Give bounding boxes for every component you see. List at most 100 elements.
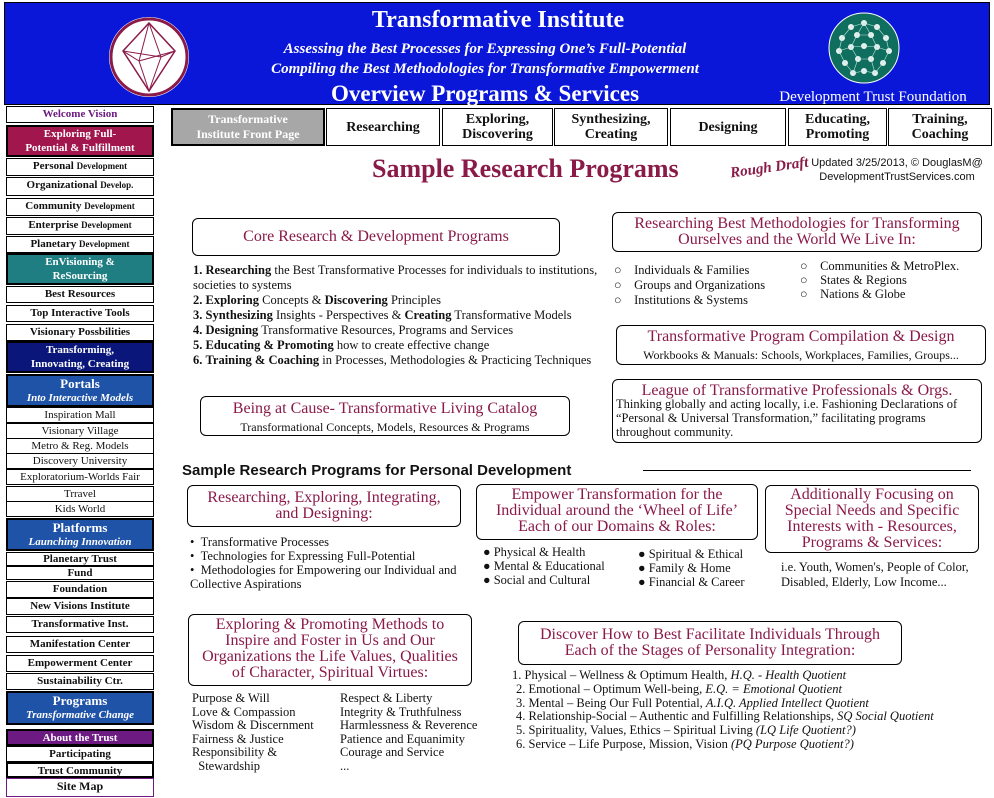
- list-item: ○ Nations & Globe: [800, 287, 906, 301]
- sidebar-portal-item[interactable]: Kids World: [6, 501, 154, 517]
- tab-researching[interactable]: Researching: [326, 108, 440, 146]
- list-item: 1. Physical – Wellness & Optimum Health,…: [512, 668, 847, 682]
- header-banner: Transformative Institute Assessing the B…: [4, 2, 990, 106]
- sidebar-portal-item[interactable]: Metro & Reg. Models: [6, 438, 154, 454]
- tab-synthesizing[interactable]: Synthesizing,Creating: [554, 108, 668, 146]
- sidebar-manifestation-center[interactable]: Manifestation Center: [6, 636, 154, 653]
- sidebar-best-resources[interactable]: Best Resources: [6, 286, 154, 303]
- sidebar-visionary-possibilities[interactable]: Visionary Possbilities: [6, 324, 154, 341]
- sidebar-envisioning-resourcing[interactable]: EnVisioning &ReSourcing: [6, 253, 154, 285]
- values-list-left: Purpose & Will Love & Compassion Wisdom …: [192, 691, 342, 774]
- sidebar-planetary-development[interactable]: Planetary Development: [6, 236, 154, 253]
- list-item: Love & Compassion: [192, 704, 296, 719]
- core-research-list: 1. Researching the Best Transformative P…: [193, 263, 603, 368]
- tab-training[interactable]: Training,Coaching: [888, 108, 992, 146]
- geodesic-sphere-logo-icon: [827, 11, 901, 85]
- list-item: ○ Communities & MetroPlex.: [800, 259, 960, 273]
- sidebar-sustainability-center[interactable]: Sustainability Ctr.: [6, 673, 154, 690]
- overview-heading: Overview Programs & Services: [330, 81, 640, 106]
- sidebar-enterprise-development[interactable]: Enterprise Development: [6, 217, 154, 235]
- list-item: ● Social and Cultural: [483, 573, 591, 587]
- sidebar-site-map[interactable]: Site Map: [6, 778, 154, 797]
- sidebar-transformative-institute[interactable]: Transformative Inst.: [6, 616, 154, 633]
- sidebar-exploring-full-potential[interactable]: Exploring Full-Potential & Fulfillment: [6, 125, 154, 157]
- sidebar-top-interactive-tools[interactable]: Top Interactive Tools: [6, 305, 154, 322]
- org-name: Development Trust Foundation: [779, 89, 967, 105]
- sidebar-community-development[interactable]: Community Development: [6, 198, 154, 216]
- list-item: ○ Individuals & Families: [614, 263, 750, 277]
- sidebar-portal-item[interactable]: Exploratorium-Worlds Fair: [6, 469, 154, 485]
- sidebar-empowerment-center[interactable]: Empowerment Center: [6, 655, 154, 672]
- sidebar-foundation[interactable]: Foundation: [6, 581, 154, 598]
- sidebar-transforming-innovating[interactable]: Transforming,Innovating, Creating: [6, 341, 154, 373]
- list-item: Stewardship: [192, 758, 261, 773]
- list-item: • Methodologies for Empowering our Indiv…: [190, 563, 457, 591]
- list-item: ● Family & Home: [638, 561, 731, 575]
- list-item: Responsibility &: [192, 745, 278, 760]
- sidebar-portal-item[interactable]: Trravel: [6, 486, 154, 502]
- list-item: 2. Exploring Concepts & Discovering Prin…: [193, 293, 441, 307]
- methods-list-right: ○ Communities & MetroPlex. ○ States & Re…: [800, 259, 990, 301]
- list-item: ○ States & Regions: [800, 273, 907, 287]
- list-item: 6. Service – Life Purpose, Mission, Visi…: [516, 736, 854, 751]
- list-item: ...: [340, 758, 350, 773]
- list-item: 3. Synthesizing Insights - Perspectives …: [193, 308, 572, 322]
- sidebar-welcome-vision[interactable]: Welcome Vision: [6, 106, 154, 123]
- sidebar-personal-development[interactable]: Personal Development: [6, 158, 154, 176]
- site-title: Transformative Institute: [371, 7, 625, 33]
- list-item: ● Spiritual & Ethical: [638, 547, 744, 561]
- personality-stages-box: Discover How to Best Facilitate Individu…: [518, 621, 902, 665]
- sidebar-trust-community[interactable]: Trust Community: [6, 762, 154, 778]
- sidebar-participating[interactable]: Participating: [6, 746, 154, 762]
- methods-list-left: ○ Individuals & Families ○ Groups and Or…: [614, 263, 794, 308]
- list-item: Wisdom & Discernment: [192, 718, 314, 733]
- sidebar-organizational-development[interactable]: Organizational Develop.: [6, 177, 154, 196]
- tab-exploring[interactable]: Exploring,Discovering: [442, 108, 553, 146]
- list-item: ○ Groups and Organizations: [614, 278, 766, 292]
- list-item: 4. Relationship-Social – Authentic and F…: [516, 709, 934, 724]
- list-item: 5. Educating & Promoting how to create e…: [193, 338, 490, 352]
- sidebar-fund[interactable]: Fund: [6, 566, 154, 580]
- values-list-right: Respect & Liberty Integrity & Truthfulne…: [340, 691, 500, 774]
- list-item: 4. Designing Transformative Resources, P…: [193, 323, 514, 337]
- methodologies-box: Researching Best Methodologies for Trans…: [612, 212, 982, 252]
- octahedron-logo-icon: [109, 17, 189, 97]
- list-item: 6. Training & Coaching in Processes, Met…: [193, 353, 592, 367]
- sidebar-planetary-trust[interactable]: Planetary Trust: [6, 552, 154, 566]
- sidebar-portal-item[interactable]: Visionary Village: [6, 423, 154, 439]
- updated-note: Updated 3/25/2013, © DouglasM@Developmen…: [811, 157, 983, 183]
- rei-list: • Transformative Processes • Technologie…: [190, 535, 480, 591]
- subtitle-1: Assessing the Best Processes for Express…: [283, 41, 687, 57]
- list-item: ○ Institutions & Systems: [614, 293, 748, 307]
- stages-list: 1. Physical – Wellness & Optimum Health,…: [512, 668, 952, 752]
- sidebar-portal-item[interactable]: Inspiration Mall: [6, 407, 154, 423]
- sidebar-new-visions-institute[interactable]: New Visions Institute: [6, 598, 154, 615]
- special-needs-text: i.e. Youth, Women's, People of Color, Di…: [781, 560, 969, 589]
- list-item: Integrity & Truthfulness: [340, 704, 462, 719]
- sidebar-about-the-trust[interactable]: About the Trust: [6, 729, 154, 746]
- list-item: • Transformative Processes: [190, 535, 329, 549]
- list-item: 5. Spirituality, Values, Ethics – Spirit…: [516, 723, 856, 738]
- tab-educating[interactable]: Educating,Promoting: [788, 108, 887, 146]
- league-box: League of Transformative Professionals &…: [612, 379, 982, 443]
- page-title: Sample Research Programs: [372, 154, 679, 183]
- tab-designing[interactable]: Designing: [670, 108, 786, 146]
- section-divider: [643, 470, 971, 471]
- living-catalog-box: Being at Cause- Transformative Living Ca…: [200, 396, 570, 436]
- list-item: Fairness & Justice: [192, 731, 284, 746]
- list-item: Courage and Service: [340, 745, 445, 760]
- sidebar-portal-item[interactable]: Discovery University: [6, 453, 154, 469]
- list-item: 3. Mental – Being Our Full Potential, A.…: [516, 695, 869, 710]
- section-title: Sample Research Programs for Personal De…: [182, 462, 572, 479]
- program-compilation-box: Transformative Program Compilation & Des…: [616, 325, 986, 365]
- list-item: Patience and Equanimity: [340, 731, 465, 746]
- league-text: Thinking globally and acting locally, i.…: [616, 397, 958, 439]
- list-item: ● Mental & Educational: [483, 559, 605, 573]
- wheel-list-left: ● Physical & Health ● Mental & Education…: [483, 545, 643, 587]
